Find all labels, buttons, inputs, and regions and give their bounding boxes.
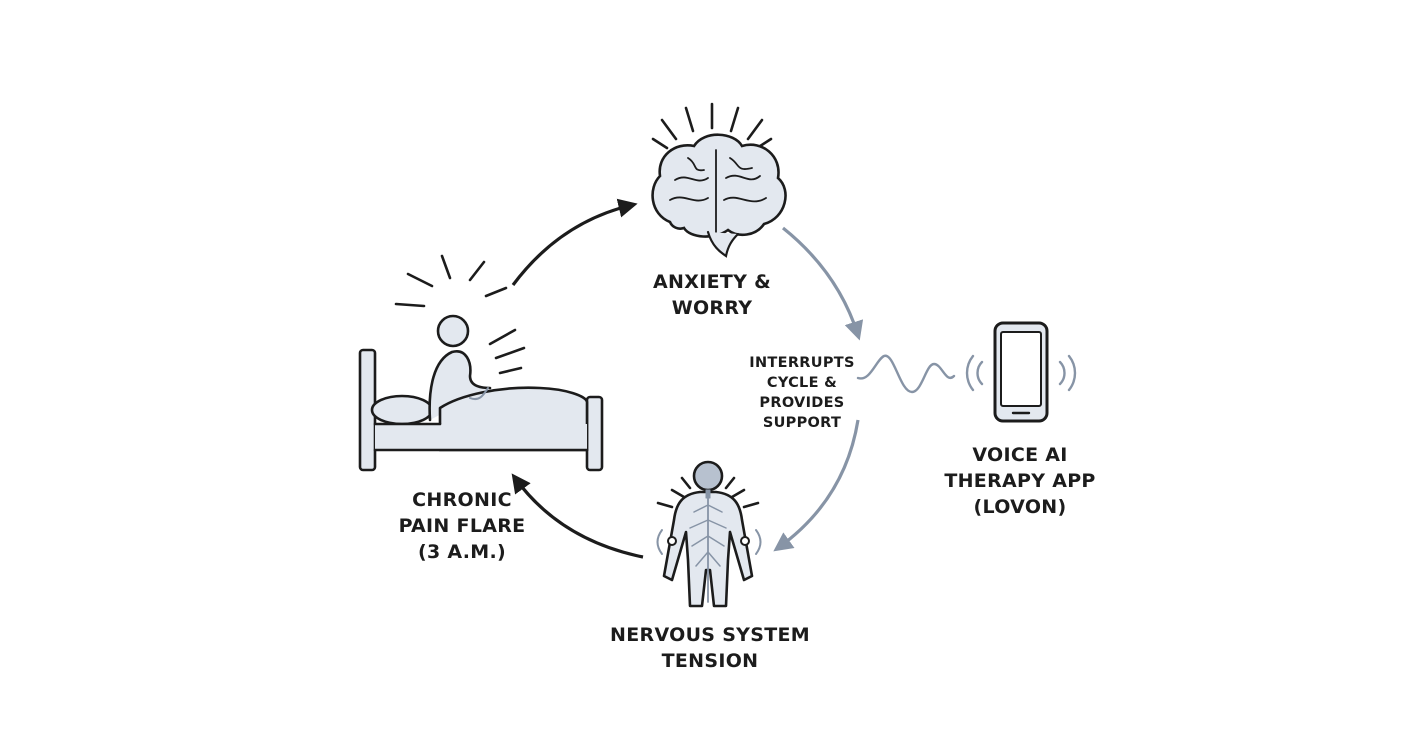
arrow-pain-to-anxiety	[511, 198, 638, 286]
arrow-intervention-to-nervous	[773, 419, 860, 552]
node-label-anxiety: ANXIETY & WORRY	[653, 271, 771, 319]
arrow-nervous-to-pain	[511, 473, 644, 559]
nervous-system-body-icon	[656, 460, 762, 608]
person-in-bed-icon	[358, 254, 604, 472]
node-label-nervous-system: NERVOUS SYSTEM TENSION	[610, 624, 810, 672]
node-label-chronic-pain: CHRONIC PAIN FLARE (3 A.M.)	[398, 489, 526, 563]
sound-wave-icon	[856, 354, 956, 394]
brain-icon	[651, 102, 787, 258]
intervention-label: INTERRUPTS CYCLE & PROVIDES SUPPORT	[749, 355, 855, 431]
arrow-anxiety-to-intervention	[782, 226, 864, 341]
node-label-voice-ai-app: VOICE AI THERAPY APP (LOVON)	[944, 444, 1096, 518]
smartphone-icon	[965, 321, 1077, 423]
